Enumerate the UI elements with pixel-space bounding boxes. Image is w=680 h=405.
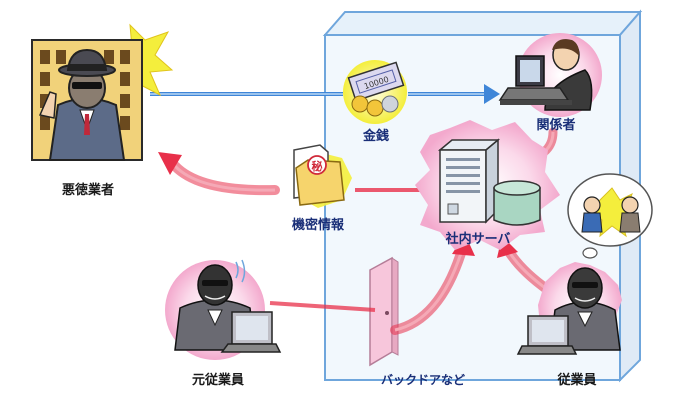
label-money: 金銭 <box>362 128 389 144</box>
database-icon <box>493 180 541 226</box>
former-employee-icon <box>165 259 282 360</box>
employee-icon <box>516 262 622 355</box>
label-insider: 関係者 <box>536 117 575 133</box>
secret-folder-icon: 秘 <box>293 144 352 208</box>
insider-at-laptop-icon <box>498 33 602 117</box>
server-icon <box>437 138 501 224</box>
villain-group <box>31 23 174 161</box>
label-backdoor: バックドアなど <box>381 373 465 387</box>
thought-bubble-icon <box>567 173 653 271</box>
villain-boss-icon <box>38 48 126 161</box>
secret-stamp: 秘 <box>312 159 323 173</box>
label-server: 社内サーバ <box>445 231 511 247</box>
label-employee: 従業員 <box>556 372 596 388</box>
server-group <box>415 120 560 250</box>
money-flow-arrows <box>150 84 500 104</box>
leak-arrow-to-villain <box>158 152 425 196</box>
money-icon: 10000 <box>343 60 407 124</box>
label-villain: 悪徳業者 <box>62 182 114 198</box>
label-former-employee: 元従業員 <box>192 372 244 388</box>
backdoor-arrow <box>269 234 475 335</box>
label-secret-info: 機密情報 <box>292 217 345 233</box>
